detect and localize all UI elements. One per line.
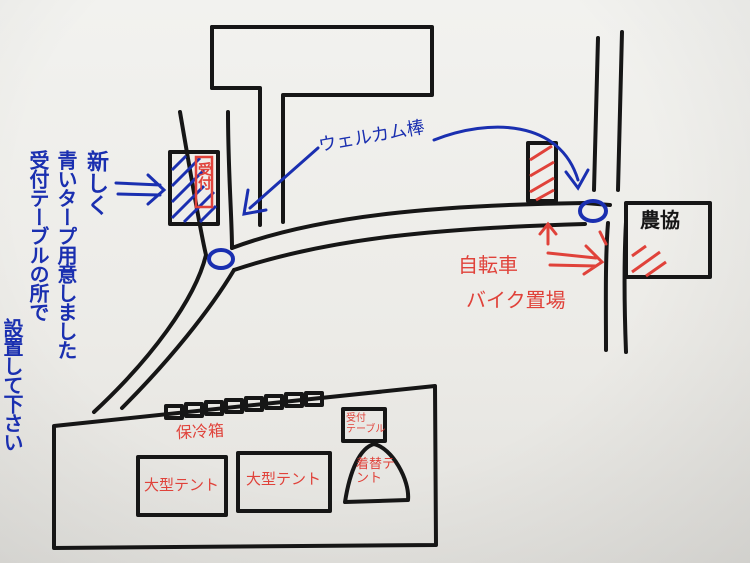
road-right-right	[616, 30, 624, 192]
tent-left-box	[136, 455, 228, 517]
entrance-right-circle	[578, 199, 608, 223]
changing-tent-shape	[343, 442, 411, 504]
note-col-3: 受付テーブルの所で	[26, 150, 50, 321]
road-horizontal-bottom	[232, 222, 587, 272]
tent-right-box	[236, 451, 332, 513]
storage-crates	[164, 391, 324, 420]
booth-box	[341, 407, 387, 443]
road-horizontal-top	[230, 201, 612, 250]
arrow-welcome-left	[242, 146, 320, 216]
building-nojou	[624, 201, 712, 279]
storage-box-label: 保冷箱	[175, 420, 225, 443]
arrow-to-reception	[114, 173, 167, 206]
note-col-1: 新しく	[83, 150, 108, 216]
note-col-4: 設置して下さい	[0, 318, 24, 451]
note-col-2: 青いタープ用意しました	[54, 150, 78, 359]
road-lower-diagonal	[120, 268, 236, 410]
arrow-bike-up	[538, 221, 558, 246]
road-left-inner	[226, 110, 234, 250]
arrow-bike-right	[546, 244, 605, 276]
arrow-welcome-right	[432, 125, 590, 191]
arrow-bike-short	[598, 230, 608, 246]
road-right-left	[592, 36, 600, 192]
bike-parking-box	[526, 141, 558, 203]
tent-left-label: 大型テント	[144, 476, 220, 494]
road-left-outer	[92, 110, 208, 414]
bike-parking-label-line1: 自転車	[458, 253, 518, 277]
bike-parking-label-line2: バイク置場	[466, 288, 566, 312]
reception-label: 受付	[196, 162, 212, 190]
reception-box	[168, 150, 220, 226]
nojou-label: 農協	[640, 208, 680, 232]
booth-label: 受付 テーブル	[346, 413, 386, 435]
tent-right-label: 大型テント	[246, 470, 322, 488]
entrance-left-circle	[207, 248, 235, 270]
changing-tent-label: 着替テント	[356, 457, 396, 486]
building-top	[210, 25, 434, 224]
